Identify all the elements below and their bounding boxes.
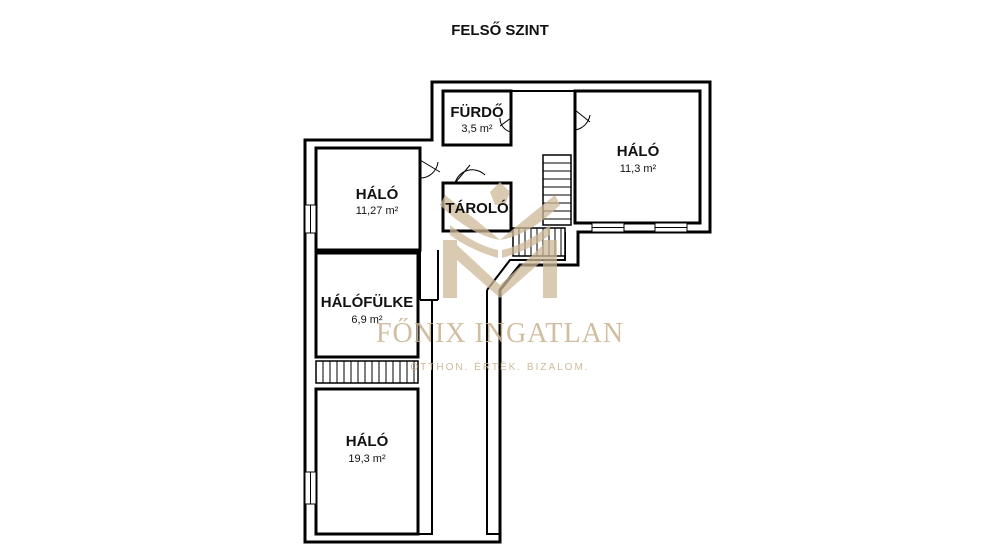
stairs-lower	[315, 360, 419, 384]
room-label-halofulke: HÁLÓFÜLKE	[321, 293, 414, 311]
door-halo-right	[574, 109, 591, 131]
outer-wall	[303, 80, 712, 544]
room-area-halo-bottom: 19,3 m²	[348, 453, 386, 465]
corridor-wall	[486, 290, 500, 535]
room-outline-halo-right	[573, 89, 702, 225]
door-furdo	[499, 117, 512, 133]
door-halo-topleft	[419, 159, 441, 179]
watermark: FŐNIX INGATLAN OTTHON. ÉRTÉK. BIZALOM.	[376, 182, 624, 373]
corridor-wall	[417, 300, 433, 535]
window-right-b	[654, 222, 688, 233]
phoenix-logo-icon	[440, 182, 560, 298]
room-area-furdo: 3,5 m²	[461, 123, 493, 135]
window-left-top	[304, 204, 317, 234]
page-title: FELSŐ SZINT	[451, 21, 549, 39]
door-tarolo	[454, 164, 486, 184]
room-label-halo-right: HÁLÓ	[617, 142, 660, 160]
watermark-tagline: OTTHON. ÉRTÉK. BIZALOM.	[410, 360, 589, 373]
room-label-tarolo: TÁROLÓ	[445, 199, 509, 217]
room-area-halo-topleft: 11,27 m²	[356, 205, 399, 217]
room-area-halo-right: 11,3 m²	[620, 163, 657, 175]
room-label-halo-bottom: HÁLÓ	[346, 432, 389, 450]
window-left-bottom	[304, 471, 317, 505]
room-area-halofulke: 6,9 m²	[351, 314, 383, 326]
room-outline-halo-topleft	[314, 146, 422, 252]
room-label-halo-topleft: HÁLÓ	[356, 185, 399, 203]
corridor-wall	[419, 250, 439, 301]
window-right-a	[591, 222, 625, 233]
room-label-furdo: FÜRDŐ	[450, 103, 504, 121]
room-outline-halofulke	[314, 251, 420, 359]
watermark-brand: FŐNIX INGATLAN	[376, 318, 624, 349]
